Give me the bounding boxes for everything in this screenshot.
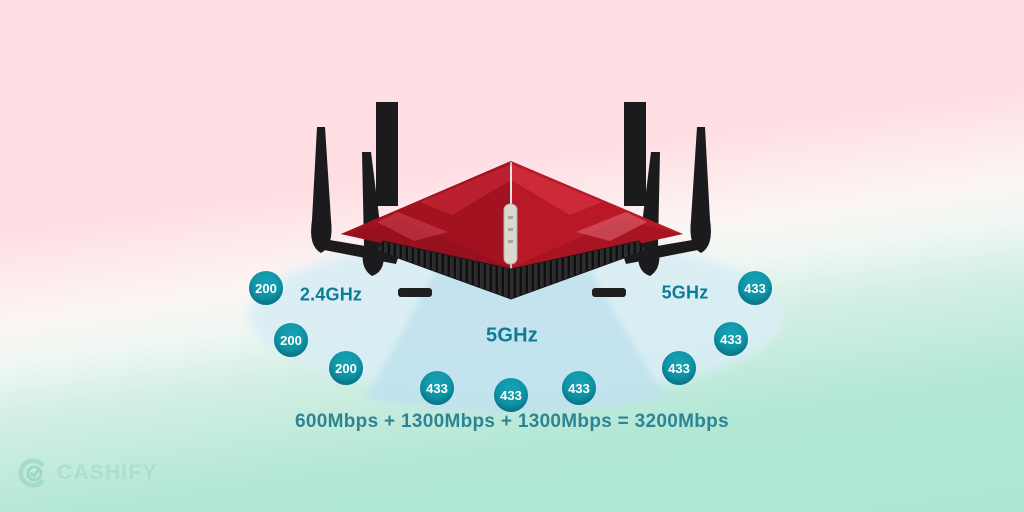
speed-badge-433: 433 [738, 271, 772, 305]
band-label-5ghz-center: 5GHz [486, 324, 538, 347]
speed-badge-value: 433 [500, 387, 522, 403]
speed-badge-value: 200 [255, 280, 277, 296]
speed-badge-433: 433 [662, 351, 696, 385]
cashify-watermark: CASHIFY [16, 456, 158, 490]
router-base [375, 240, 647, 300]
router-antennas [311, 102, 711, 276]
antenna-arm-left [318, 238, 400, 264]
speed-badge-value: 433 [720, 331, 742, 347]
antenna-wide-left [376, 102, 398, 206]
antenna-far-right [690, 127, 711, 253]
antenna-inner-right [638, 152, 660, 276]
router-illustration [311, 102, 711, 300]
speed-badge-433: 433 [420, 371, 454, 405]
antenna-far-left [311, 127, 332, 253]
antenna-inner-left [362, 152, 384, 276]
antenna-arm-right [622, 238, 704, 264]
speed-badge-433: 433 [562, 371, 596, 405]
speed-badge-value: 433 [426, 380, 448, 396]
cashify-logo-icon [18, 458, 44, 488]
speed-badge-value: 200 [335, 360, 357, 376]
speed-badge-value: 433 [568, 380, 590, 396]
speed-badge-200: 200 [274, 323, 308, 357]
speed-badge-433: 433 [714, 322, 748, 356]
speed-badge-value: 433 [668, 360, 690, 376]
speed-badge-433: 433 [494, 378, 528, 412]
speed-badge-value: 200 [280, 332, 302, 348]
total-bandwidth-formula: 600Mbps + 1300Mbps + 1300Mbps = 3200Mbps [295, 411, 729, 432]
speed-badge-value: 433 [744, 280, 766, 296]
speed-badge-200: 200 [249, 271, 283, 305]
band-label-2-4ghz: 2.4GHz [299, 284, 363, 305]
center-antenna [503, 166, 518, 265]
speed-badge-200: 200 [329, 351, 363, 385]
band-label-5ghz-right: 5GHz [661, 282, 709, 303]
cashify-logo-text: CASHIFY [57, 461, 158, 484]
antenna-wide-right [624, 102, 646, 206]
